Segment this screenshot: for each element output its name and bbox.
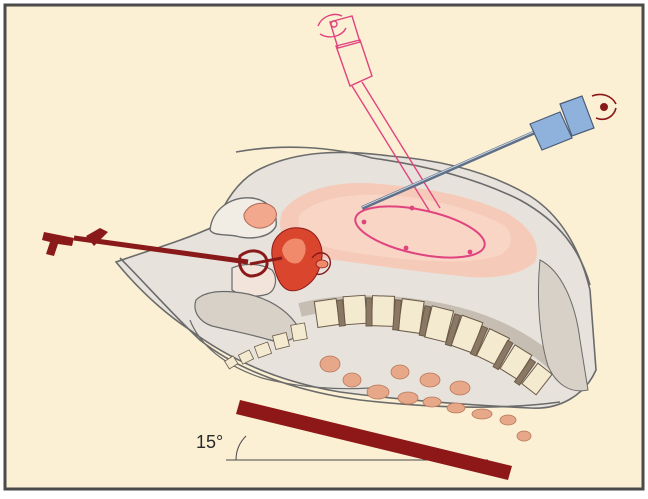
angle-label: 15° <box>196 432 223 452</box>
vaginal-canal <box>232 264 275 296</box>
ovary <box>316 260 328 268</box>
